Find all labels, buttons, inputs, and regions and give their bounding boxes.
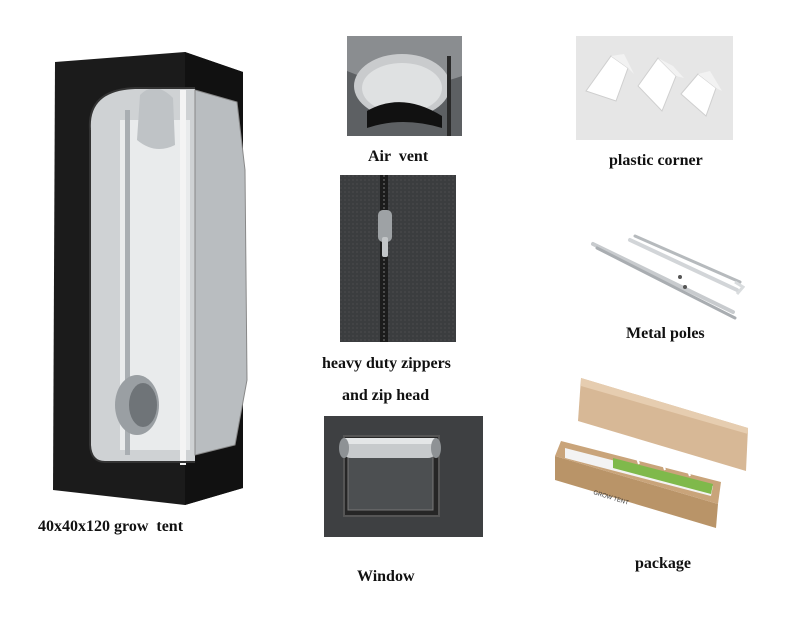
caption-grow-tent: 40x40x120 grow tent — [38, 518, 184, 535]
caption-metal-poles: Metal poles — [626, 325, 705, 342]
air-vent-photo — [347, 36, 462, 136]
caption-air-vent: Air vent — [368, 148, 429, 165]
plastic-corner-photo — [576, 36, 733, 140]
caption-plastic-corner: plastic corner — [609, 152, 703, 169]
caption-zipper-line2: and zip head — [342, 387, 430, 404]
window-photo — [324, 416, 483, 537]
grow-tent-photo — [45, 50, 270, 510]
package-photo: GROW TENT — [553, 376, 751, 528]
caption-window: Window — [357, 568, 415, 585]
caption-zipper-line1: heavy duty zippers — [322, 355, 451, 372]
zipper-photo — [340, 175, 456, 342]
metal-poles-photo — [585, 232, 745, 327]
caption-package: package — [635, 555, 691, 572]
